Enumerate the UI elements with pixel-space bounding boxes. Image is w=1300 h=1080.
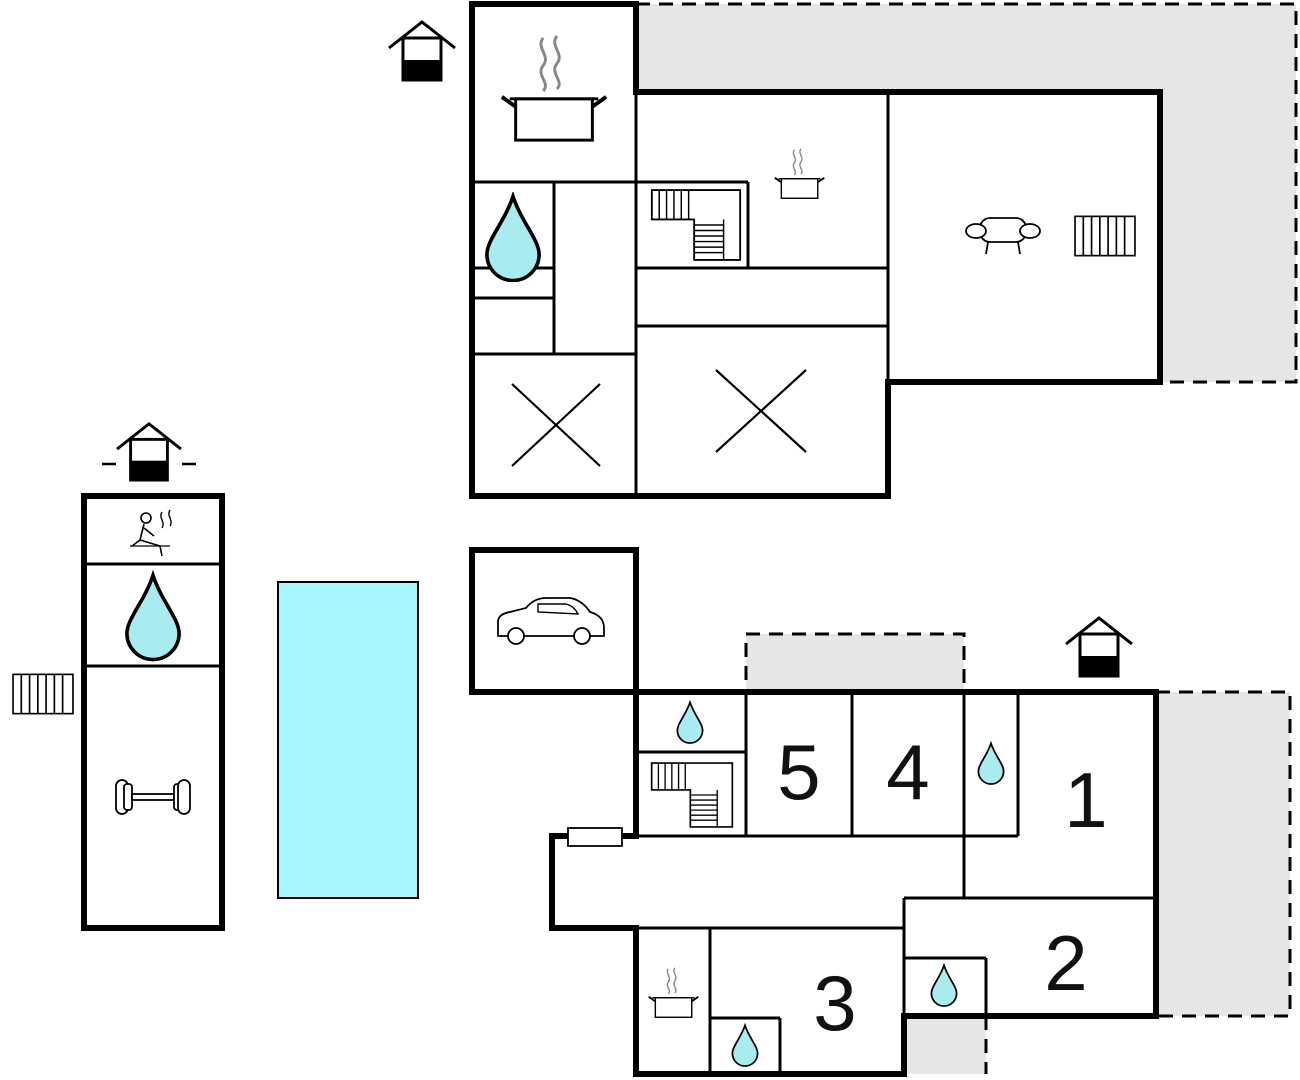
staircase-icon: [650, 762, 734, 828]
terrace-top-right: [636, 2, 1298, 384]
terrace-right: [1156, 690, 1292, 1018]
cooking-pot-icon: [773, 147, 826, 200]
sofa-icon: [965, 217, 1041, 255]
terrace-small-top: [744, 632, 966, 694]
bathroom-drop-icon: [676, 701, 704, 744]
hallway-bench: [567, 827, 623, 847]
entrance-icon: [387, 20, 457, 82]
staircase-icon: [650, 189, 742, 261]
swimming-pool: [277, 581, 419, 899]
bathroom-drop-icon: [930, 964, 958, 1008]
garage: [469, 547, 639, 695]
cooking-pot-icon: [499, 33, 609, 143]
room-number-5: 5: [777, 728, 820, 816]
cooking-pot-icon: [647, 966, 700, 1019]
upper-building: [469, 1, 1163, 499]
room-number-2: 2: [1044, 919, 1087, 1007]
bedroom-cross-icon: [715, 369, 807, 453]
bathroom-drop-icon: [977, 742, 1005, 786]
room-number-3: 3: [813, 959, 856, 1047]
car-icon: [497, 597, 605, 645]
radiator-icon: [1074, 215, 1136, 257]
room-number-1: 1: [1064, 756, 1107, 844]
annex-building: [81, 493, 225, 931]
bathroom-drop-icon: [731, 1024, 759, 1068]
bedroom-cross-icon: [511, 383, 601, 467]
sauna-icon: [130, 509, 172, 557]
bathroom-drop-icon: [485, 194, 541, 282]
entrance-icon: [1064, 616, 1134, 678]
terrace-bottom: [904, 1016, 988, 1074]
bathroom-drop-icon: [124, 573, 182, 662]
entrance-icon: [115, 422, 183, 482]
dumbbell-icon: [115, 779, 191, 815]
room-number-4: 4: [886, 728, 929, 816]
radiator-icon: [12, 673, 74, 715]
